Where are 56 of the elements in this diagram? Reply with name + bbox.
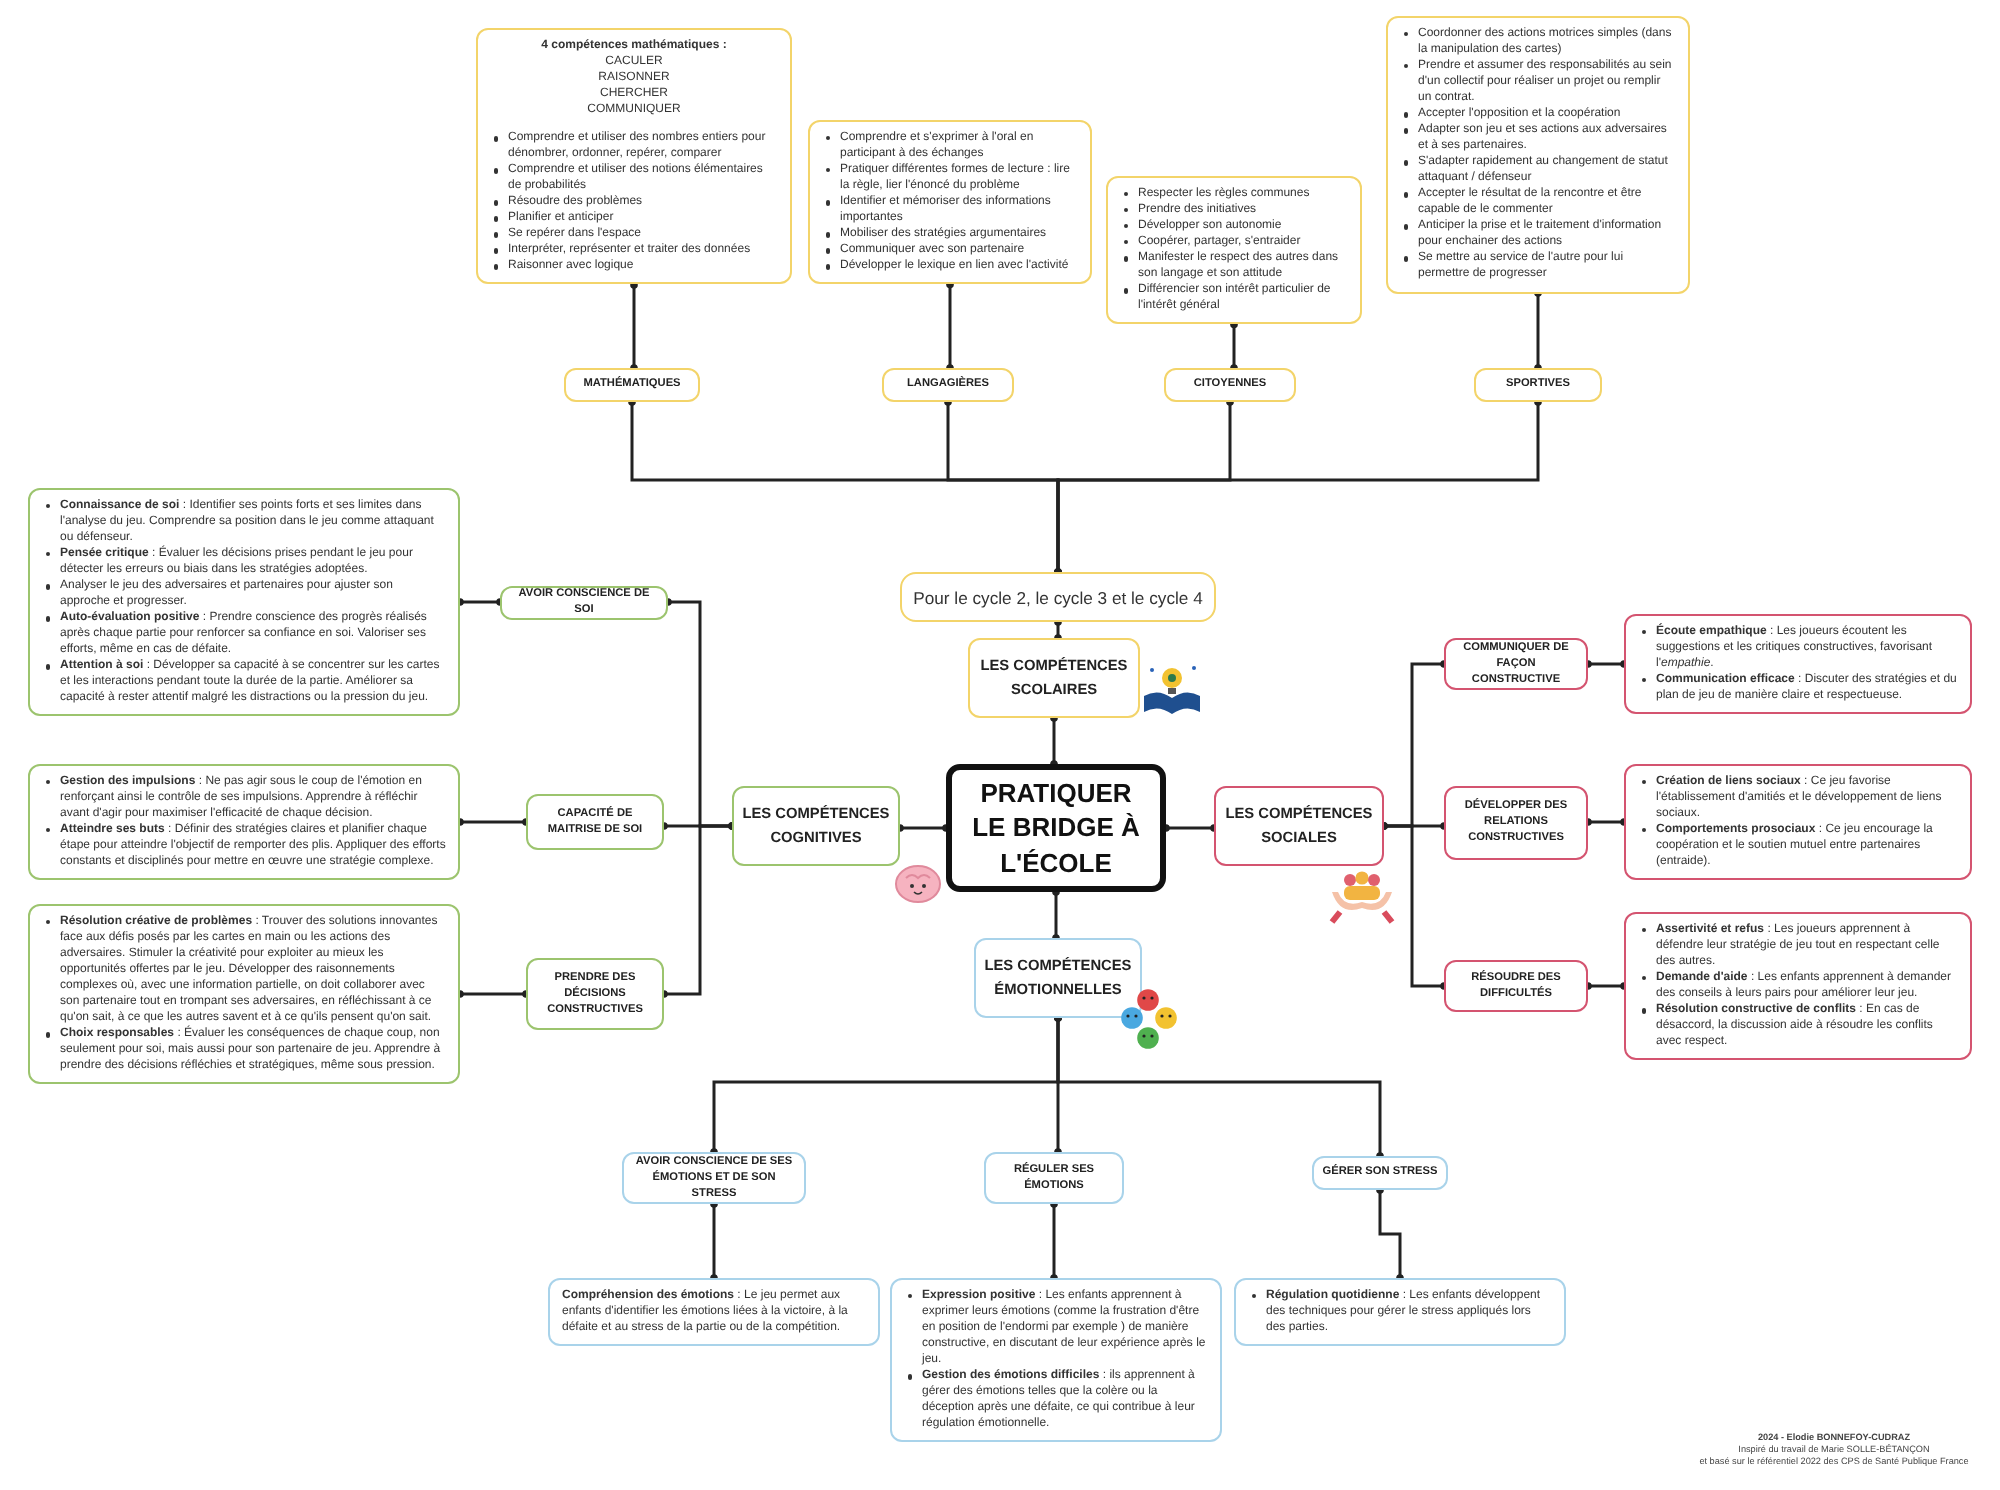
central-topic: PRATIQUER LE BRIDGE À L'ÉCOLE <box>970 775 1142 881</box>
subtopic-box <box>1164 368 1296 402</box>
text-card <box>28 488 460 717</box>
text-card <box>890 1278 1222 1443</box>
subtopic-box <box>526 794 664 850</box>
text-card <box>1234 1278 1566 1347</box>
connector-line <box>1054 618 1062 642</box>
subtopic-box <box>984 1152 1124 1204</box>
category-box <box>732 786 900 866</box>
subtopic-box <box>564 368 700 402</box>
connector-line <box>1584 660 1628 668</box>
subtopic-label: Pour le cycle 2, le cycle 3 et le cycle 4 <box>913 587 1203 607</box>
connector-line <box>1050 714 1058 768</box>
connector-line <box>456 598 504 606</box>
connector-line <box>660 822 736 998</box>
connector-line <box>630 281 638 372</box>
connector-line <box>1052 888 1060 942</box>
connector-line <box>946 280 954 372</box>
text-card <box>808 120 1092 285</box>
connector-line <box>1054 398 1542 576</box>
note-box <box>900 572 1216 622</box>
connector-line <box>456 990 530 998</box>
text-card <box>1624 614 1972 715</box>
central-topic-box <box>946 764 1166 892</box>
category-box <box>974 938 1142 1018</box>
connector-line <box>1050 1200 1058 1282</box>
subtopic-box <box>882 368 1014 402</box>
subtopic-box <box>500 585 668 619</box>
subtopic-box <box>622 1152 806 1204</box>
text-card <box>28 904 460 1085</box>
connector-line <box>1162 824 1218 832</box>
subtopic-box <box>1444 638 1588 690</box>
subtopic-box <box>1444 960 1588 1012</box>
connector-line <box>1584 982 1628 990</box>
text-card <box>1106 176 1362 325</box>
connector-line <box>896 824 950 832</box>
connector-line <box>1376 1186 1404 1282</box>
connector-line <box>1380 822 1448 990</box>
connector-line <box>456 818 530 826</box>
text-card <box>28 764 460 881</box>
category-box <box>968 638 1140 718</box>
text-card <box>1624 912 1972 1061</box>
subtopic-box <box>1474 368 1602 402</box>
connector-line <box>1534 289 1542 372</box>
text-card <box>1386 16 1690 293</box>
text-card <box>548 1278 880 1347</box>
subtopic-box <box>1312 1156 1448 1190</box>
text-card <box>1624 764 1972 881</box>
subtopic-box <box>1444 785 1588 859</box>
text-card <box>476 28 792 285</box>
connector-line <box>1230 320 1238 372</box>
connector-line <box>710 1200 718 1282</box>
subtopic-box <box>526 958 664 1030</box>
connector-line <box>1584 818 1628 826</box>
connector-line <box>1054 1014 1384 1160</box>
category-box <box>1214 786 1384 866</box>
